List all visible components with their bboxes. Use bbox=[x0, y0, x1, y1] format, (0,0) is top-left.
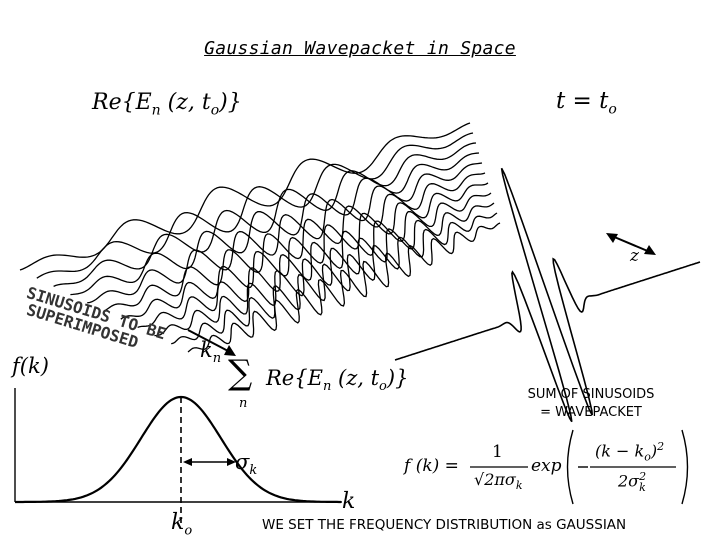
k0-label-sub: o bbox=[184, 523, 193, 539]
sum-term-sub: n bbox=[322, 379, 332, 395]
wave-label: Re{En (z, to)} bbox=[92, 90, 242, 118]
formula-exp: exp bbox=[531, 456, 562, 476]
wave-label-args-sub: o bbox=[210, 102, 220, 119]
kn-label-sub: n bbox=[212, 351, 222, 367]
formula-inner-den-head: 2σ bbox=[618, 471, 640, 491]
sigma-width-arrow bbox=[183, 458, 236, 466]
wavepacket-trace bbox=[394, 167, 701, 423]
formula-den-head: √2πσ bbox=[474, 470, 516, 489]
formula-inner-den-sup: 2 bbox=[639, 470, 647, 483]
formula-inner-den: 2σ2k bbox=[618, 470, 646, 494]
formula-inner-den-sub: k bbox=[639, 480, 646, 494]
gaussian-curve bbox=[15, 395, 341, 504]
formula-inner-num-sub: o bbox=[644, 450, 651, 464]
time-label-sub: o bbox=[608, 101, 617, 118]
note-sum-line1: SUM OF SINUSOIDS bbox=[527, 387, 655, 402]
sinusoid-family bbox=[19, 122, 501, 353]
sum-index: n bbox=[239, 396, 248, 411]
sum-term-close: )} bbox=[386, 366, 409, 390]
sinusoid-curve bbox=[53, 142, 477, 287]
k0-label: ko bbox=[171, 510, 192, 538]
sinusoid-curve bbox=[87, 162, 483, 304]
sum-term-args-sub: o bbox=[379, 379, 387, 395]
formula-num: 1 bbox=[492, 442, 503, 462]
sigma-label-head: σ bbox=[235, 450, 250, 474]
z-axis-label: z bbox=[630, 246, 639, 266]
time-label: t = to bbox=[556, 88, 617, 118]
sinusoid-curve bbox=[19, 122, 471, 271]
kn-arrow bbox=[187, 329, 236, 356]
wave-label-close: )} bbox=[219, 90, 242, 115]
z-direction-arrow bbox=[606, 233, 656, 255]
wave-label-args: (z, t bbox=[167, 90, 211, 115]
fk-axes bbox=[14, 388, 342, 503]
formula-inner-num-sup: 2 bbox=[657, 440, 665, 453]
sigma-label: σk bbox=[235, 450, 257, 478]
sinusoid-curve bbox=[171, 212, 498, 345]
sinusoid-curve bbox=[70, 152, 480, 296]
formula-den-sub: k bbox=[515, 479, 523, 493]
sum-term: Re{En (z, to)} bbox=[266, 366, 408, 394]
k-axis-label: k bbox=[342, 489, 356, 514]
sum-term-args: (z, t bbox=[338, 366, 380, 390]
sinusoid-curve bbox=[103, 172, 486, 312]
formula-graphics bbox=[470, 429, 689, 505]
formula-den: √2πσk bbox=[474, 470, 522, 492]
fk-label: f(k) bbox=[12, 354, 49, 378]
kn-label-head: k bbox=[200, 338, 213, 362]
sinusoid-curve bbox=[154, 202, 495, 337]
note-sum-line2: = WAVEPACKET bbox=[540, 405, 642, 420]
formula-lhs: f (k) = bbox=[404, 456, 459, 476]
sum-term-head: Re{E bbox=[266, 366, 323, 390]
sigma-label-sub: k bbox=[249, 463, 258, 479]
time-label-head: t = t bbox=[556, 88, 609, 114]
formula-inner-num-head: (k − k bbox=[595, 441, 645, 461]
k0-label-head: k bbox=[171, 510, 185, 535]
wave-label-sub: n bbox=[151, 102, 161, 119]
wavepacket-curve bbox=[394, 167, 701, 423]
sinusoid-curve bbox=[137, 192, 492, 329]
sum-symbol: ∑ bbox=[228, 353, 253, 393]
formula-inner-num-close: ) bbox=[650, 441, 658, 461]
wave-label-head: Re{E bbox=[92, 90, 152, 115]
sinusoid-curve bbox=[120, 182, 489, 320]
sinusoid-curve bbox=[187, 222, 501, 353]
sinusoid-curve bbox=[36, 132, 474, 279]
slide-title: Gaussian Wavepacket in Space bbox=[204, 38, 516, 59]
note-bottom: WE SET THE FREQUENCY DISTRIBUTION as GAU… bbox=[262, 517, 627, 533]
kn-label: kn bbox=[200, 338, 221, 366]
formula-inner-num: (k − ko)2 bbox=[595, 440, 664, 464]
